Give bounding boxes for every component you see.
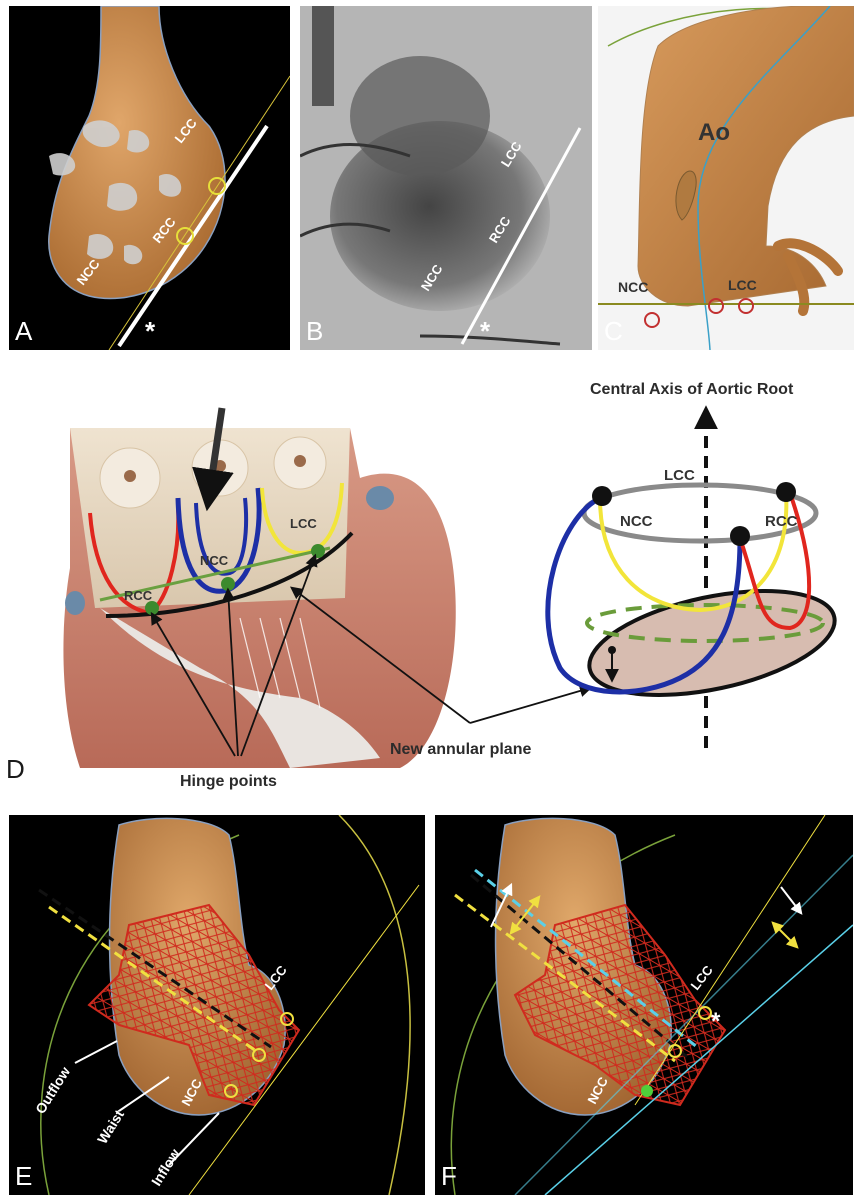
schematic-label-ncc: NCC — [620, 513, 653, 530]
schematic-lcc-curve — [598, 492, 789, 613]
hinge-marker — [252, 1048, 266, 1062]
arch-branch — [773, 238, 843, 316]
yellow-line — [634, 815, 826, 1106]
panel-c-image: Ao NCC LCC C — [598, 6, 854, 350]
valve-frame-mesh — [87, 903, 301, 1107]
panel-letter-e: E — [15, 1161, 32, 1191]
panel-letter-b: B — [306, 316, 323, 346]
schematic-hinge-ncc — [776, 482, 796, 502]
panel-c: Ao NCC LCC C — [598, 6, 854, 350]
panel-d-image: RCC NCC LCC Hinge points New annular pla… — [6, 381, 837, 790]
panel-a: LCC RCC NCC * A — [9, 6, 290, 350]
white-shift-arrow-right — [780, 886, 803, 915]
big-down-arrow — [192, 407, 234, 512]
panel-d: RCC NCC LCC Hinge points New annular pla… — [0, 368, 859, 800]
panel-f: LCC NCC * F — [435, 815, 853, 1195]
star-marker: * — [145, 316, 156, 346]
small-tilt-dot — [608, 646, 616, 654]
schematic-label-rcc: RCC — [765, 513, 798, 530]
label-ao: Ao — [698, 119, 730, 146]
schematic-ncc-curve — [545, 495, 743, 695]
basal-ring-curve — [105, 531, 354, 618]
label-lcc: LCC — [728, 277, 757, 293]
label-lcc: LCC — [290, 516, 317, 531]
label-ncc: NCC — [200, 553, 229, 568]
calcification-patches — [49, 120, 182, 265]
label-outflow: Outflow — [32, 1064, 73, 1117]
dashed-green-ring — [585, 603, 825, 643]
hinge-marker — [698, 1006, 712, 1020]
hinge-marker — [668, 1044, 682, 1058]
annular-line — [460, 127, 582, 345]
schematic-label-lcc: LCC — [664, 467, 695, 484]
calcium-patch — [675, 170, 697, 221]
white-shift-arrow — [490, 882, 513, 928]
panel-letter-a: A — [15, 316, 33, 346]
hinge-dot-ncc — [221, 577, 235, 591]
panel-letter-c: C — [604, 316, 623, 346]
hinge-marker — [280, 1012, 294, 1026]
label-waist: Waist — [94, 1107, 127, 1147]
hinge-dot-rcc — [145, 601, 159, 615]
ncc-cusp-curve-inner — [194, 497, 249, 576]
aorta-model — [637, 6, 854, 307]
panel-f-image: LCC NCC * F — [441, 815, 853, 1195]
outflow-arrow — [74, 1040, 118, 1064]
yellow-gap-arrow — [509, 895, 541, 935]
panel-e-image: LCC NCC Outflow Waist Inflow E — [15, 815, 420, 1195]
cyan-line-lower — [544, 924, 853, 1195]
label-inflow: Inflow — [148, 1146, 183, 1189]
label-rcc: RCC — [124, 588, 153, 603]
star-marker: * — [480, 316, 491, 346]
green-pivot — [641, 1085, 653, 1097]
hinge-marker — [208, 177, 226, 195]
star-marker: * — [711, 1008, 721, 1035]
new-annular-plane-label: New annular plane — [390, 741, 531, 758]
schematic-hinge-rcc — [730, 526, 750, 546]
inflow-arrow — [168, 1112, 220, 1166]
panel-b: LCC RCC NCC * B — [300, 6, 592, 350]
annular-plane-arrow-right — [469, 684, 593, 724]
arc-yellow — [338, 815, 411, 1195]
outflow-dashed-yellow — [48, 905, 260, 1055]
contrast-root — [330, 121, 550, 311]
axis-title: Central Axis of Aortic Root — [590, 381, 794, 398]
label-ncc: NCC — [618, 279, 648, 295]
contrast-sinus — [350, 56, 490, 176]
green-plane-line — [99, 546, 331, 602]
waist-arrow — [118, 1076, 170, 1112]
axis-line-blue — [697, 6, 831, 350]
inflow-line — [188, 884, 420, 1195]
lcc-cusp-curve — [260, 482, 344, 556]
hinge-marker — [738, 298, 754, 314]
annular-plane-ellipse — [587, 589, 837, 697]
panel-b-image: LCC RCC NCC * B — [300, 6, 592, 350]
schematic-rcc-curve — [738, 492, 812, 631]
reference-line — [108, 75, 290, 350]
hinge-marker — [708, 298, 724, 314]
hinge-points-label: Hinge points — [180, 773, 277, 790]
anatomical-illustration — [63, 428, 456, 768]
panel-a-image: LCC RCC NCC * A — [15, 6, 290, 350]
hinge-marker — [644, 312, 660, 328]
panel-letter-f: F — [441, 1161, 457, 1191]
outflow-dashed-black — [38, 888, 272, 1049]
device-stack — [312, 6, 334, 106]
annular-plane-arrow-left — [289, 586, 471, 724]
schematic-hinge-lcc — [592, 486, 612, 506]
hinge-marker — [176, 227, 194, 245]
hinge-dot-lcc — [311, 544, 325, 558]
hinge-marker — [224, 1084, 238, 1098]
yellow-gap-arrow-right — [771, 921, 799, 949]
yellow-dashed-line — [454, 893, 676, 1063]
panel-e: LCC NCC Outflow Waist Inflow E — [9, 815, 425, 1195]
panel-letter-d: D — [6, 754, 25, 784]
